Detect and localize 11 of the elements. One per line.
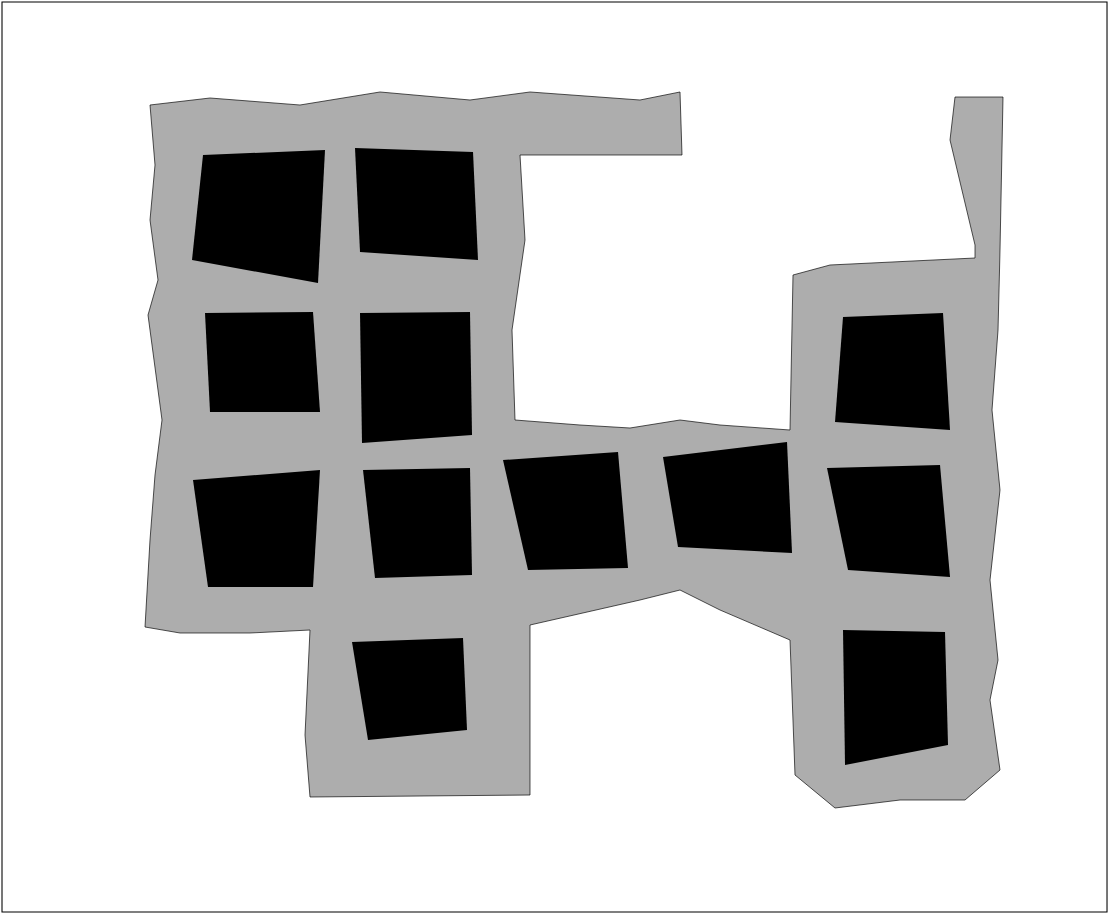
block	[205, 312, 320, 412]
block	[193, 470, 320, 587]
block	[503, 452, 628, 570]
block	[352, 638, 467, 740]
block	[192, 150, 325, 283]
block	[663, 442, 792, 553]
block	[835, 313, 950, 430]
block	[360, 312, 472, 443]
block	[843, 630, 948, 765]
block	[827, 465, 950, 577]
block	[363, 468, 472, 578]
